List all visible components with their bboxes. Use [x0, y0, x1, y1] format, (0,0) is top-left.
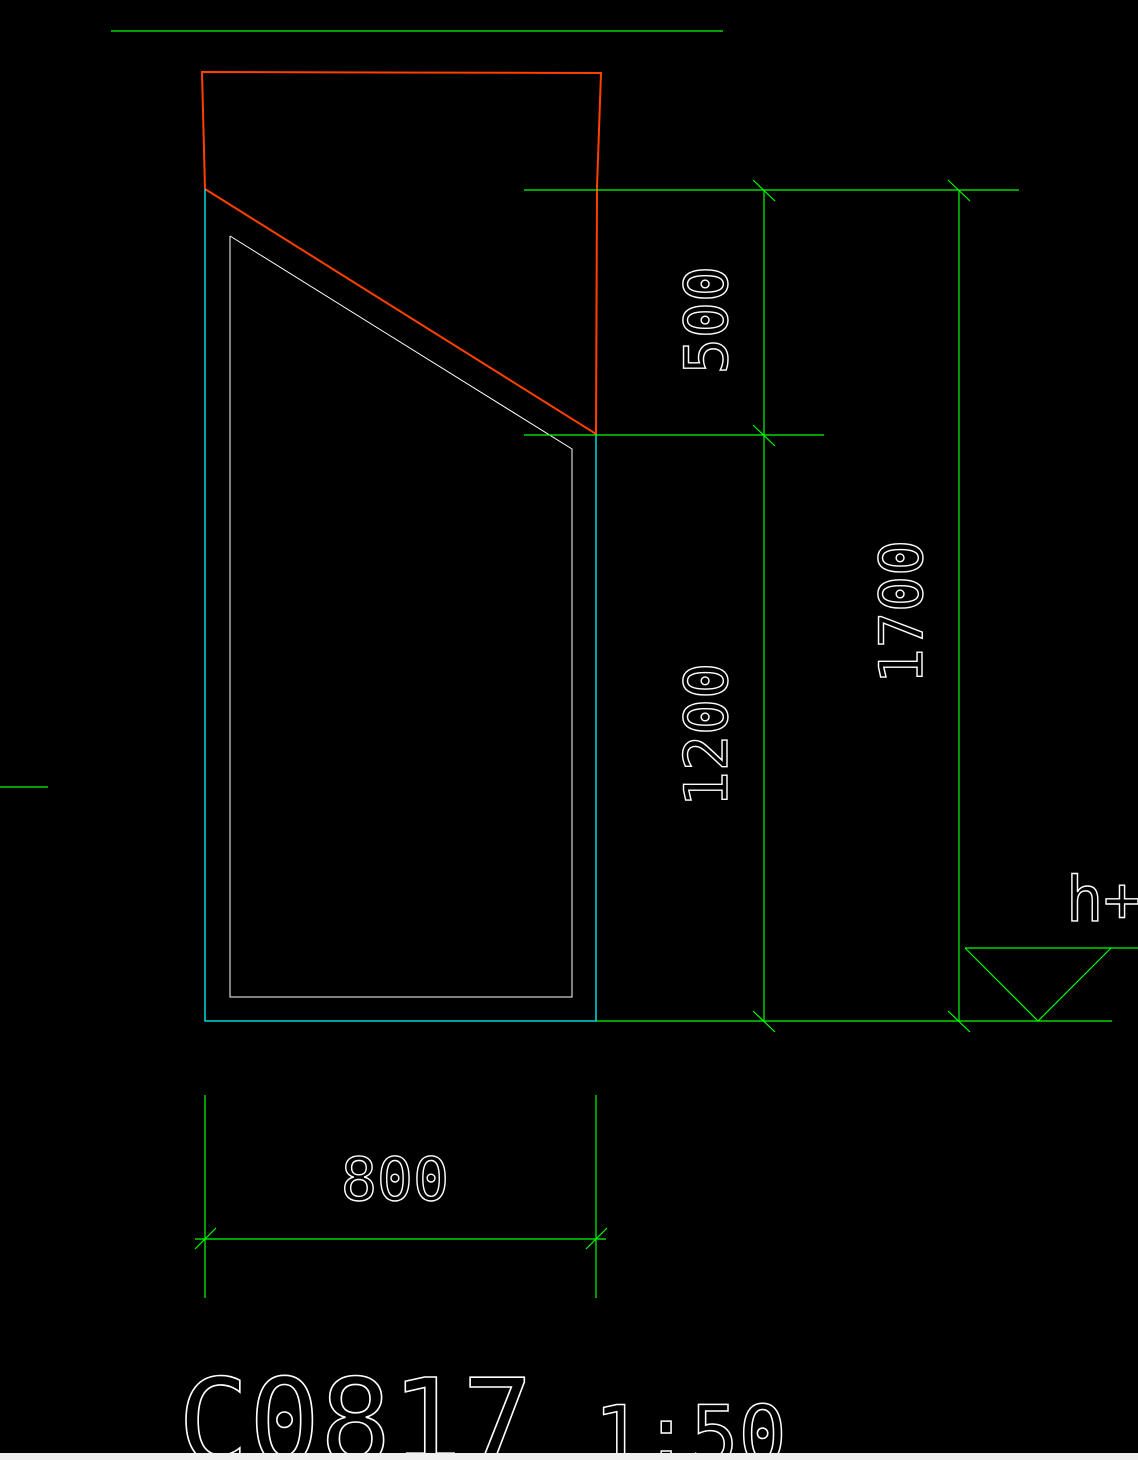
dim-text-800[interactable]: 800	[340, 1144, 450, 1215]
dim-tick	[752, 179, 776, 202]
dim-tick	[947, 1010, 971, 1033]
status-strip	[0, 1453, 1138, 1460]
window-code-label[interactable]: C0817	[177, 1352, 534, 1460]
scale-label[interactable]: 1:50	[593, 1388, 787, 1460]
dim-tick	[947, 179, 971, 202]
window-frame[interactable]	[204, 189, 597, 1022]
dim-tick	[752, 424, 776, 447]
highlighted-outline[interactable]	[200, 70, 603, 436]
dim-tick	[194, 1227, 217, 1250]
level-marker-triangle	[964, 947, 1112, 1022]
window-sash[interactable]	[229, 235, 573, 998]
dim-tick	[752, 1010, 776, 1033]
level-label[interactable]: h+(	[1065, 862, 1138, 936]
dim-text-500[interactable]: 500	[671, 265, 742, 375]
dim-tick	[585, 1227, 608, 1250]
dim-text-1700[interactable]: 1700	[866, 539, 937, 685]
dim-text-1200[interactable]: 1200	[671, 662, 742, 808]
